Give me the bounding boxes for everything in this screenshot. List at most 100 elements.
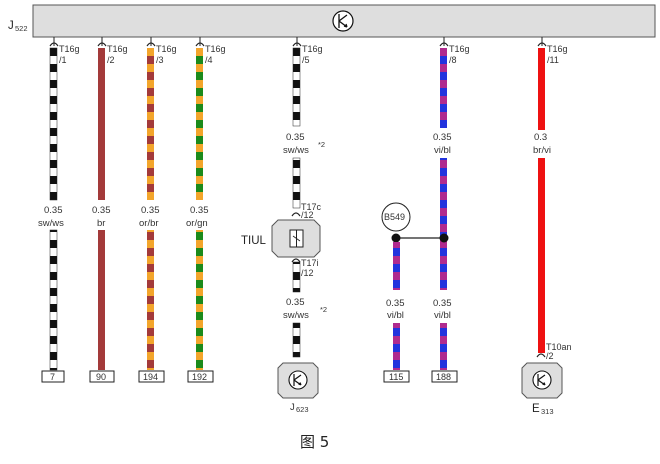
- wire-6-size-top: 0.35: [433, 132, 452, 143]
- wire-1: T16g /1 0.35 sw/ws 7: [38, 37, 80, 383]
- splice-b549: B549: [381, 202, 411, 232]
- wire-4: T16g /4 0.35 or/gn 192: [186, 37, 226, 383]
- j623-subscript: 623: [296, 405, 309, 414]
- wire-2-color: br: [97, 218, 105, 229]
- control-unit-j623: J 623: [277, 362, 319, 414]
- wire-2: T16g /2 0.35 br 90: [89, 37, 128, 383]
- wire-1-pin: T16g: [59, 44, 80, 54]
- wire-5-size-bottom: 0.35: [286, 297, 305, 308]
- wire-1-segment-top: [49, 47, 58, 201]
- wire-7-segment-a: [393, 242, 400, 290]
- wire-7-color: vi/bl: [387, 310, 404, 321]
- wire-5-segment-b: [292, 157, 301, 209]
- wire-8-pin: T16g: [547, 44, 568, 54]
- wire-1-segment-bottom: [49, 229, 58, 371]
- splice-node: [391, 233, 401, 243]
- wire-8: T16g /11 0.3 br/vi T10an /2 E 313: [521, 37, 572, 416]
- wire-8-conn-no: /2: [546, 351, 554, 361]
- wire-5-color-bottom: sw/ws: [283, 310, 309, 321]
- wire-6: T16g /8 0.35 vi/bl 0.35 vi/bl 188: [431, 37, 470, 383]
- wire-4-terminal-label: 192: [192, 372, 207, 382]
- wire-5-color-top: sw/ws: [283, 145, 309, 156]
- wire-1-terminal: [41, 370, 65, 383]
- wire-7-terminal-label: 115: [389, 372, 403, 382]
- wire-3: T16g /3 0.35 or/br 194: [138, 37, 177, 383]
- wire-7-segment-b: [393, 323, 400, 370]
- connector-hook-icon: [291, 258, 301, 263]
- e313-subscript: 313: [541, 407, 554, 416]
- wire-5-pin: T16g: [302, 44, 323, 54]
- wire-5-note-top: *2: [318, 140, 325, 149]
- wire-2-terminal-label: 90: [96, 372, 106, 382]
- wire-4-terminal: [187, 370, 214, 383]
- wire-5-conn-b: T17i: [301, 258, 319, 268]
- splice-node: [439, 233, 449, 243]
- control-unit-j522: J 522: [8, 4, 656, 38]
- wire-6-color-bottom: vi/bl: [434, 310, 451, 321]
- wire-5-conn-b-no: /12: [301, 268, 314, 278]
- wire-5-conn-a-no: /12: [301, 210, 314, 220]
- wire-1-color: sw/ws: [38, 218, 64, 229]
- wire-1-terminal-label: 7: [50, 372, 55, 382]
- control-unit-j522-name: J: [8, 20, 14, 32]
- wire-4-pin: T16g: [205, 44, 226, 54]
- splice-b549-label: B549: [384, 212, 405, 222]
- wire-3-size: 0.35: [141, 205, 160, 216]
- tiul-component: TIUL: [241, 219, 321, 258]
- wire-3-pin-no: /3: [156, 55, 164, 65]
- wire-4-segment-bottom: [196, 230, 203, 370]
- control-unit-j522-subscript: 522: [15, 24, 28, 33]
- wire-3-terminal: [138, 370, 165, 383]
- control-unit-symbol-icon: [288, 370, 308, 390]
- wire-6-segment-c: [440, 323, 447, 370]
- wire-4-pin-no: /4: [205, 55, 213, 65]
- wire-3-pin: T16g: [156, 44, 177, 54]
- wire-7-terminal: [383, 370, 410, 383]
- wire-2-pin-no: /2: [107, 55, 115, 65]
- e313-name: E: [532, 403, 540, 415]
- wire-2-terminal: [89, 370, 115, 383]
- wire-6-segment-b: [440, 158, 447, 290]
- wire-8-color: br/vi: [533, 145, 551, 156]
- figure-caption: 图 5: [300, 433, 329, 451]
- wire-5-segment-a: [292, 47, 301, 127]
- wire-5-conn-a: T17c: [301, 202, 322, 212]
- wire-2-pin: T16g: [107, 44, 128, 54]
- wire-7: B549 0.35 vi/bl 115: [381, 202, 449, 383]
- wire-6-pin: T16g: [449, 44, 470, 54]
- wire-5: T16g /5 0.35 sw/ws *2 T17c /12 TIUL T17i…: [241, 37, 327, 414]
- tiul-label: TIUL: [241, 235, 267, 247]
- wire-6-terminal: [431, 370, 458, 383]
- wire-7-size: 0.35: [386, 298, 405, 309]
- wire-1-pin-no: /1: [59, 55, 67, 65]
- wire-6-segment-a: [440, 48, 447, 128]
- wire-2-segment-bottom: [98, 230, 105, 370]
- wire-6-size-bottom: 0.35: [433, 298, 452, 309]
- wire-6-pin-no: /8: [449, 55, 457, 65]
- wire-5-pin-no: /5: [302, 55, 310, 65]
- wire-4-size: 0.35: [190, 205, 209, 216]
- connector-hook-icon: [291, 212, 301, 217]
- wire-2-size: 0.35: [92, 205, 111, 216]
- component-e313: E 313: [521, 362, 563, 416]
- wire-5-segment-d: [292, 322, 301, 358]
- wire-8-segment-top: [538, 48, 545, 130]
- wire-8-size: 0.3: [534, 132, 547, 143]
- wire-3-segment-bottom: [147, 230, 154, 370]
- wire-5-segment-c: [292, 261, 301, 293]
- control-unit-symbol-icon: [532, 370, 552, 390]
- wire-6-terminal-label: 188: [436, 372, 451, 382]
- wire-5-note-bottom: *2: [320, 305, 327, 314]
- wire-8-conn: T10an: [546, 342, 572, 352]
- wire-3-color: or/br: [139, 218, 159, 229]
- wire-2-segment-top: [98, 48, 105, 200]
- wire-3-segment-top: [147, 48, 154, 200]
- control-unit-symbol-icon: [332, 10, 354, 32]
- j623-name: J: [290, 402, 295, 413]
- connector-hook-icon: [536, 353, 546, 358]
- wire-4-color: or/gn: [186, 218, 208, 229]
- wire-8-pin-no: /11: [547, 55, 559, 65]
- wire-3-terminal-label: 194: [143, 372, 158, 382]
- wire-4-segment-top: [196, 48, 203, 200]
